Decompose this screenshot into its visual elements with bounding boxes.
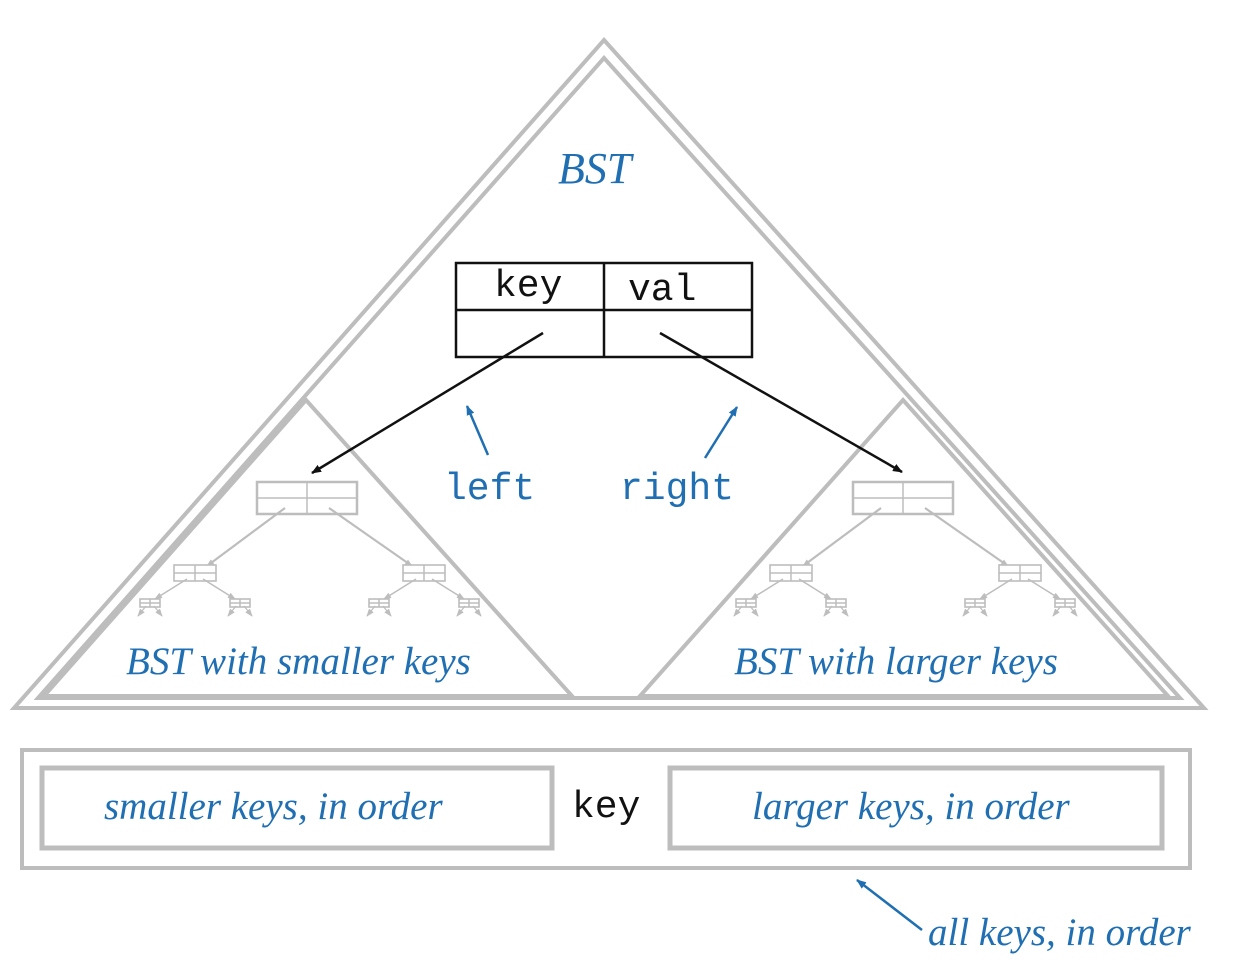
smaller-keys-box bbox=[39, 765, 555, 851]
right-link-label: right bbox=[620, 468, 735, 511]
node-val-label: val bbox=[628, 269, 697, 312]
right-label-pointer bbox=[703, 406, 739, 459]
right-subtree-triangle bbox=[635, 396, 1173, 698]
mini-link-l2-right bbox=[431, 578, 465, 600]
left-link-arrow bbox=[311, 331, 544, 475]
larger-keys-box bbox=[667, 765, 1165, 851]
all-keys-caption: all keys, in order bbox=[928, 911, 1191, 954]
mini-link-l1-right bbox=[328, 507, 413, 567]
mini-link-l3-right bbox=[243, 605, 253, 617]
outer-triangle-inner bbox=[33, 54, 1185, 700]
mini-link-l3-right bbox=[1068, 605, 1078, 617]
right-subtree-label: BST with larger keys bbox=[734, 640, 1058, 683]
root-node bbox=[454, 261, 754, 359]
node-key-label: key bbox=[494, 265, 563, 308]
mini-link-l1-right bbox=[924, 507, 1009, 567]
left-label-pointer bbox=[465, 405, 490, 456]
left-mini-tree bbox=[137, 480, 482, 617]
mini-link-l3-right bbox=[978, 605, 988, 617]
mini-link-l2-left bbox=[979, 578, 1013, 600]
tree-title: BST bbox=[558, 144, 632, 193]
mini-link-l3-left bbox=[137, 605, 147, 617]
left-subtree-label: BST with smaller keys bbox=[126, 640, 471, 683]
mini-link-l3-left bbox=[823, 605, 833, 617]
mini-link-l1-left bbox=[802, 507, 882, 567]
mini-link-l3-left bbox=[366, 605, 376, 617]
all-keys-pointer bbox=[856, 879, 923, 931]
mini-link-l3-right bbox=[839, 605, 849, 617]
outer-triangle-outer bbox=[9, 36, 1209, 710]
mini-link-l3-left bbox=[1052, 605, 1062, 617]
right-link-arrow bbox=[659, 331, 903, 474]
mini-link-l3-left bbox=[733, 605, 743, 617]
mini-link-l3-left bbox=[962, 605, 972, 617]
right-mini-tree bbox=[733, 480, 1078, 617]
mini-link-l2-right bbox=[798, 578, 832, 600]
mini-link-l3-left bbox=[456, 605, 466, 617]
mini-link-l3-right bbox=[749, 605, 759, 617]
mini-link-l1-left bbox=[206, 507, 286, 567]
mini-link-l2-left bbox=[383, 578, 417, 600]
mini-link-l2-left bbox=[750, 578, 784, 600]
mini-link-l3-right bbox=[382, 605, 392, 617]
mini-link-l2-right bbox=[1027, 578, 1061, 600]
mini-link-l3-right bbox=[153, 605, 163, 617]
left-subtree-triangle bbox=[39, 396, 577, 698]
smaller-keys-label: smaller keys, in order bbox=[104, 785, 443, 828]
left-link-label: left bbox=[444, 468, 536, 511]
all-keys-box bbox=[20, 748, 1192, 870]
mini-link-l2-right bbox=[202, 578, 236, 600]
mini-link-l3-right bbox=[472, 605, 482, 617]
middle-key-label: key bbox=[572, 786, 641, 829]
mini-link-l3-left bbox=[227, 605, 237, 617]
larger-keys-label: larger keys, in order bbox=[752, 785, 1070, 828]
mini-link-l2-left bbox=[154, 578, 188, 600]
